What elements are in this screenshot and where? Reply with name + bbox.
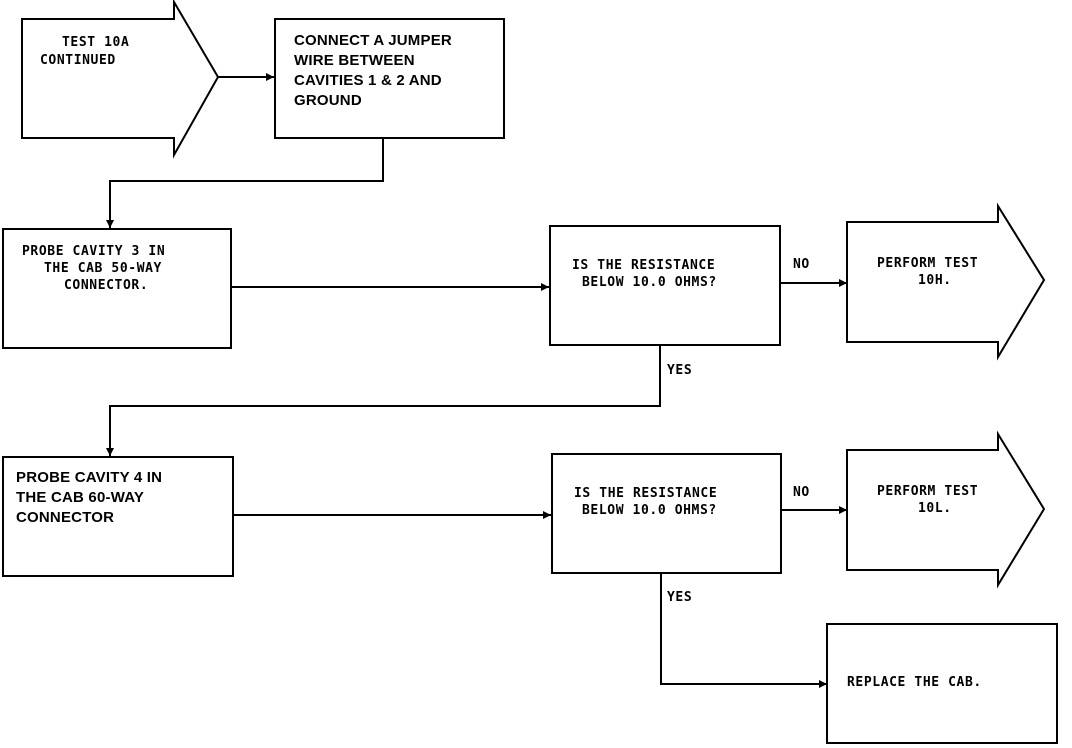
- question2-line-2: BELOW 10.0 OHMS?: [582, 503, 717, 518]
- result2-line-2: 10L.: [918, 501, 952, 516]
- no-label-1: NO: [793, 257, 810, 272]
- arrowhead-result2: [839, 506, 847, 514]
- probe3-line-2: THE CAB 50-WAY: [44, 261, 162, 276]
- probe-cavity-3-box: [2, 228, 232, 349]
- replace-line-1: REPLACE THE CAB.: [847, 675, 982, 690]
- yes-label-1: YES: [667, 363, 693, 378]
- jumper-line-1: CONNECT A JUMPER: [294, 32, 452, 49]
- arrowhead-replace: [819, 680, 827, 688]
- jumper-line-2: WIRE BETWEEN: [294, 52, 415, 69]
- result2-arrow-shape: [846, 430, 1046, 589]
- connector-jumper-to-probe3: [109, 138, 384, 228]
- result1-line-2: 10H.: [918, 273, 952, 288]
- question-1-box: [549, 225, 781, 346]
- arrowhead-result1: [839, 279, 847, 287]
- arrowhead-jumper: [266, 73, 274, 81]
- start-line-2: CONTINUED: [40, 53, 116, 68]
- no-label-2: NO: [793, 485, 810, 500]
- connector-question1-yes: [109, 345, 661, 456]
- start-arrow-shape: [21, 0, 220, 159]
- probe4-line-3: CONNECTOR: [16, 509, 115, 526]
- question-2-box: [551, 453, 782, 574]
- yes-label-2: YES: [667, 590, 693, 605]
- arrowhead-probe3: [106, 220, 114, 228]
- probe3-line-1: PROBE CAVITY 3 IN: [22, 244, 166, 259]
- probe4-line-1: PROBE CAVITY 4 IN: [16, 469, 163, 486]
- question1-line-1: IS THE RESISTANCE: [572, 258, 716, 273]
- arrowhead-question1: [541, 283, 549, 291]
- probe-cavity-4-box: [2, 456, 234, 577]
- arrowhead-probe4: [106, 448, 114, 456]
- result1-line-1: PERFORM TEST: [877, 256, 979, 271]
- result1-arrow-shape: [846, 202, 1046, 361]
- replace-cab-box: [826, 623, 1058, 744]
- arrowhead-question2: [543, 511, 551, 519]
- jumper-line-3: CAVITIES 1 & 2 AND: [294, 72, 442, 89]
- probe4-line-2: THE CAB 60-WAY: [16, 489, 145, 506]
- jumper-instruction-box: [274, 18, 505, 139]
- result2-line-1: PERFORM TEST: [877, 484, 979, 499]
- probe3-line-3: CONNECTOR.: [64, 278, 149, 293]
- jumper-line-4: GROUND: [294, 92, 362, 109]
- connector-question2-yes: [660, 573, 827, 685]
- start-line-1: TEST 10A: [62, 35, 130, 50]
- question2-line-1: IS THE RESISTANCE: [574, 486, 718, 501]
- question1-line-2: BELOW 10.0 OHMS?: [582, 275, 717, 290]
